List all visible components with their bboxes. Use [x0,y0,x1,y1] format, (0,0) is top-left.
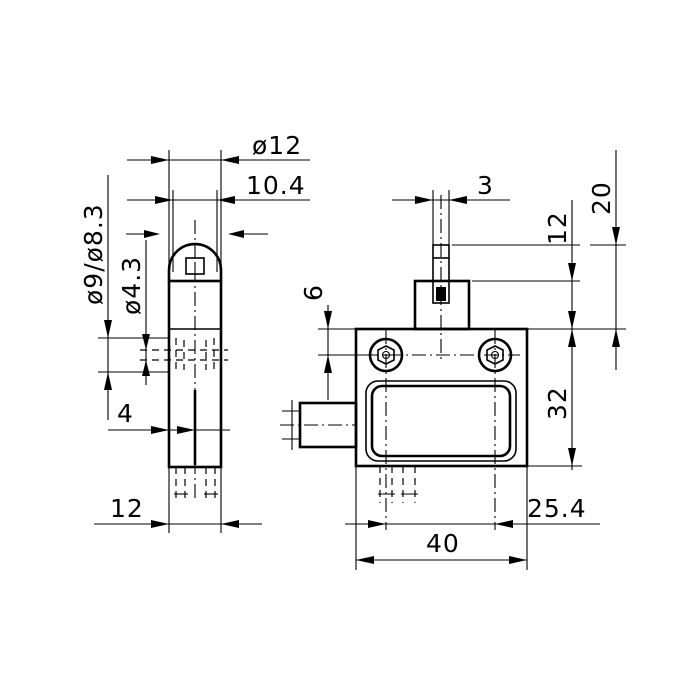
arrow [177,426,195,434]
arrow [228,230,244,238]
dim-40-label: 40 [426,529,460,558]
arrow [356,556,374,564]
dim-12-label: 12 [110,494,144,523]
front-window-outer [365,380,517,462]
arrow [612,227,620,245]
front-view: 3 12 20 32 6 25.4 [280,150,626,570]
dim-20-label: 20 [587,181,616,215]
arrow [449,196,467,204]
arrow [151,426,169,434]
dim-25-4-label: 25.4 [527,494,587,523]
dim-dia12-label: ø12 [252,131,302,160]
arrow [142,334,150,350]
arrow [568,448,576,466]
arrow [144,230,160,238]
arrow [368,520,386,528]
arrow [568,311,576,329]
arrow [221,520,239,528]
arrow [151,520,169,528]
dim-32-label: 32 [543,386,572,420]
arrow [221,156,239,164]
dim-12v-label: 12 [543,211,572,245]
side-view: ø12 10.4 ø9/ø8.3 ø4.3 4 [79,131,310,533]
plunger-housing [413,279,471,331]
arrow [104,372,112,390]
front-window-inner [370,384,512,458]
dim-4-label: 4 [117,399,134,428]
arrow [509,556,527,564]
arrow [568,329,576,347]
arrow [104,320,112,338]
arrow [495,520,513,528]
arrow [612,329,620,347]
arrow [155,196,173,204]
dim-dia9-label: ø9/ø8.3 [79,203,108,305]
arrow [415,196,433,204]
arrow [324,355,332,373]
arrow [568,263,576,281]
dim-6-label: 6 [299,284,328,301]
dim-10-4-label: 10.4 [246,171,306,200]
dim-3-label: 3 [477,171,494,200]
arrow [151,156,169,164]
arrow [324,311,332,329]
arrow [142,360,150,376]
arrow [217,196,235,204]
dim-dia4-3-label: ø4.3 [117,256,146,315]
